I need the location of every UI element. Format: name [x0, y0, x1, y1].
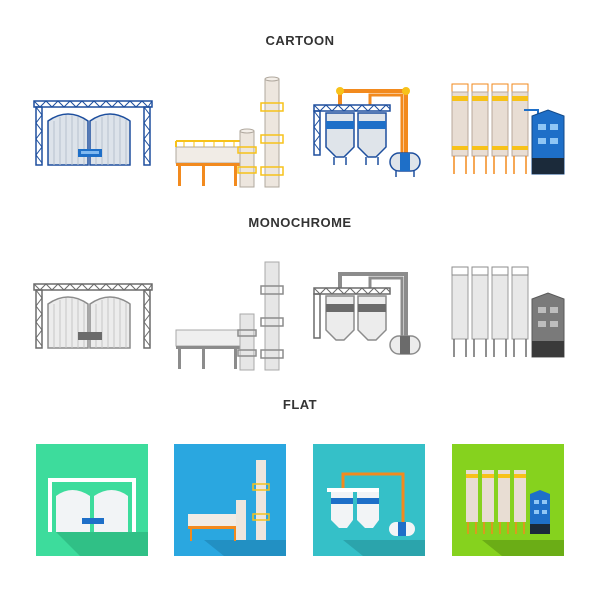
flat-pipeline-tanks-icon	[313, 444, 425, 556]
cartoon-silo-plant-icon	[448, 82, 568, 182]
cartoon-pipeline-tanks-icon	[312, 85, 434, 180]
cartoon-grain-silo-icon	[32, 95, 154, 167]
flat-refinery-towers-icon	[174, 444, 286, 556]
mono-silo-plant-icon	[448, 265, 568, 365]
flat-silo-plant-icon	[452, 444, 564, 556]
mono-refinery-towers-icon	[172, 258, 292, 373]
flat-grain-silo-icon	[36, 444, 148, 556]
cartoon-refinery-towers-icon	[172, 75, 292, 190]
monochrome-section-title: MONOCHROME	[248, 215, 352, 230]
cartoon-section-title: CARTOON	[265, 33, 335, 48]
mono-pipeline-tanks-icon	[312, 268, 434, 363]
flat-section-title: FLAT	[282, 397, 318, 412]
mono-grain-silo-icon	[32, 278, 154, 350]
